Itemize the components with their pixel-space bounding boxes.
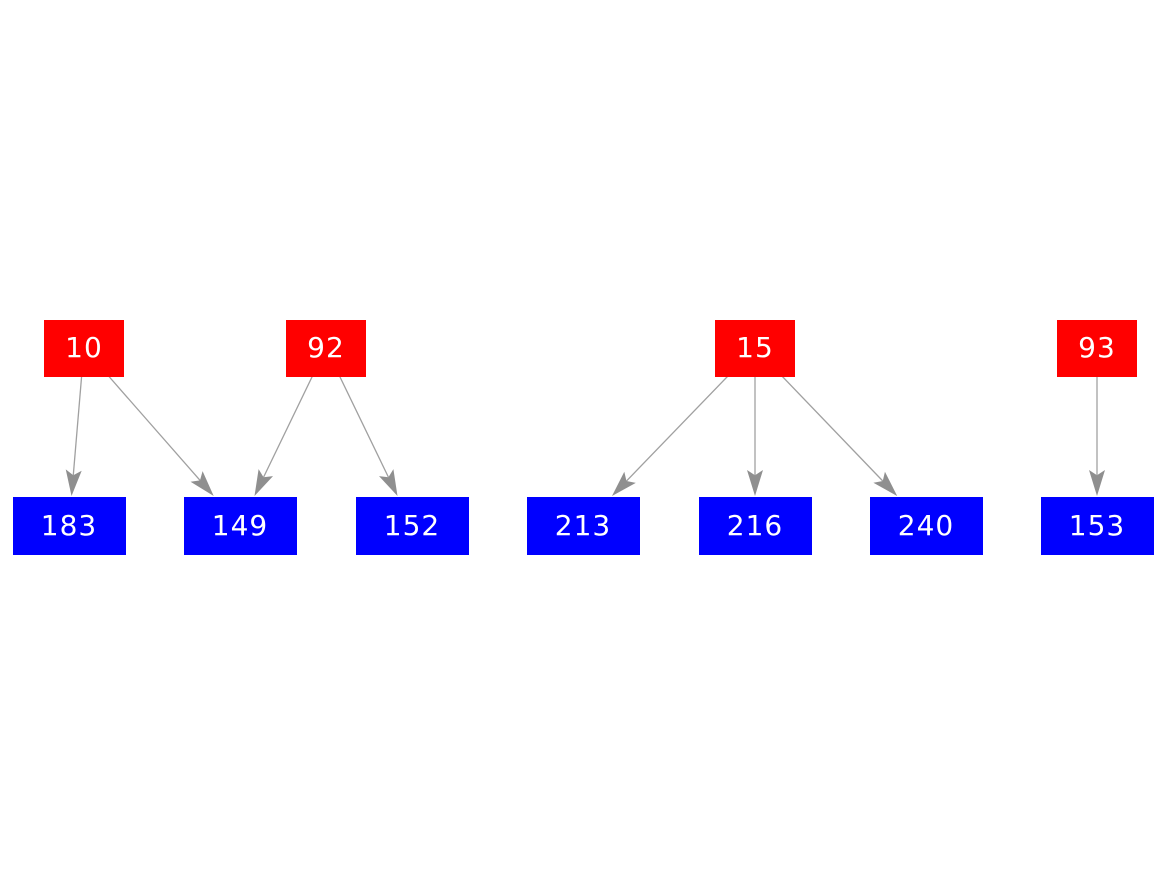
arrowhead-92-152 <box>378 469 398 496</box>
edge-15-213 <box>625 376 728 482</box>
node-152[interactable]: 152 <box>355 497 469 555</box>
node-label: 149 <box>211 509 269 542</box>
node-label: 15 <box>736 331 774 364</box>
node-label: 152 <box>383 509 441 542</box>
arrowhead-10-149 <box>190 471 214 496</box>
node-216[interactable]: 216 <box>698 497 812 555</box>
node-183[interactable]: 183 <box>12 497 126 555</box>
node-153[interactable]: 153 <box>1040 497 1154 555</box>
arrowhead-15-213 <box>611 471 636 496</box>
arrowhead-93-153 <box>1089 470 1105 496</box>
node-10[interactable]: 10 <box>44 319 124 377</box>
node-label: 183 <box>40 509 98 542</box>
node-label: 10 <box>65 331 103 364</box>
arrowhead-15-216 <box>747 470 763 496</box>
arrowhead-10-183 <box>65 469 82 496</box>
node-label: 153 <box>1068 509 1126 542</box>
edge-10-149 <box>108 376 201 481</box>
node-label: 240 <box>897 509 955 542</box>
arrowhead-15-240 <box>873 471 898 496</box>
node-213[interactable]: 213 <box>526 497 640 555</box>
edge-92-149 <box>262 376 313 478</box>
node-label: 216 <box>726 509 784 542</box>
node-15[interactable]: 15 <box>715 319 795 377</box>
node-93[interactable]: 93 <box>1057 319 1137 377</box>
edge-15-240 <box>781 376 884 482</box>
edge-10-183 <box>72 376 83 476</box>
edge-92-152 <box>339 376 390 478</box>
node-label: 92 <box>307 331 345 364</box>
node-240[interactable]: 240 <box>869 497 983 555</box>
node-149[interactable]: 149 <box>183 497 297 555</box>
node-92[interactable]: 92 <box>286 319 366 377</box>
node-label: 93 <box>1078 331 1116 364</box>
arrowhead-92-149 <box>254 469 274 496</box>
node-label: 213 <box>554 509 612 542</box>
